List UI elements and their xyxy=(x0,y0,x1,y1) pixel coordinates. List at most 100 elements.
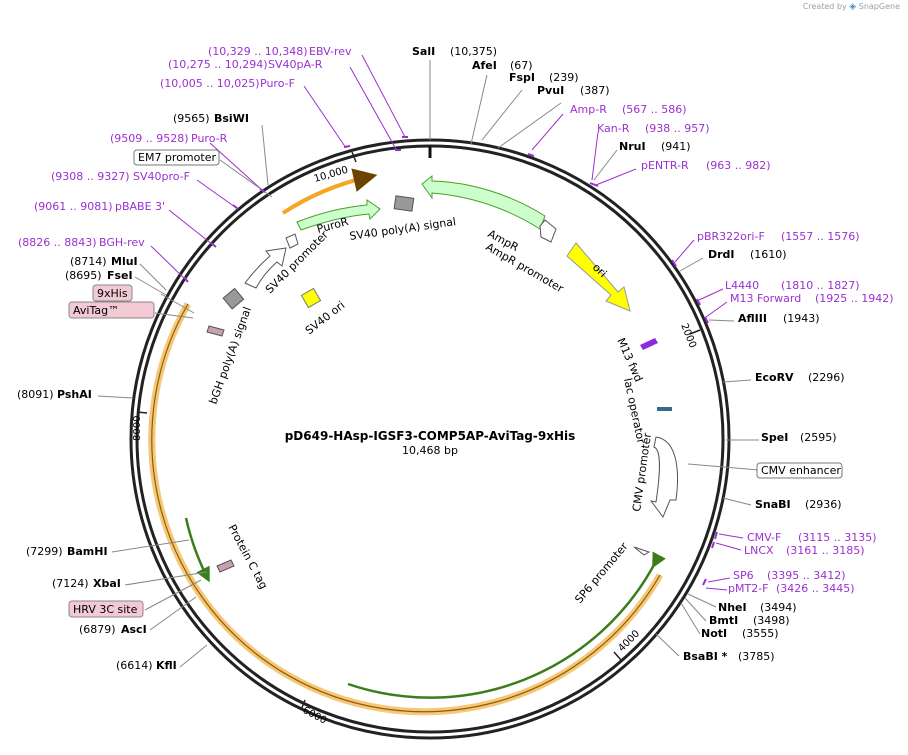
primer-label-pmt2-f[interactable]: pMT2-F (3426 .. 3445) xyxy=(728,582,855,595)
enzyme-name: MluI xyxy=(111,255,138,268)
enzyme-label-bamhi[interactable]: (7299) BamHI xyxy=(26,545,108,558)
primer-position: (10,275 .. 10,294) xyxy=(168,58,268,71)
feature-protein-c-tag: Protein C tag xyxy=(216,522,270,591)
primer-position: (3395 .. 3412) xyxy=(767,569,846,582)
credit-prefix: Created by xyxy=(802,2,847,11)
feature-label: AmpR promoter xyxy=(484,240,567,295)
enzyme-label-pshai[interactable]: (8091) PshAI xyxy=(17,388,92,401)
insert-highlight-core xyxy=(151,303,661,713)
primer-label-ebv-rev[interactable]: (10,329 .. 10,348) EBV-rev xyxy=(208,45,352,58)
enzyme-name: BmtI xyxy=(709,614,738,627)
tag-label-hrv-3c-site[interactable]: HRV 3C site xyxy=(68,600,144,618)
enzyme-label-drdi[interactable]: DrdI (1610) xyxy=(708,248,787,261)
credit-brand: SnapGene xyxy=(858,2,900,11)
tag-name: HRV 3C site xyxy=(73,603,138,616)
primer-position: (10,005 .. 10,025) xyxy=(160,77,260,90)
primer-label-lncx[interactable]: LNCX (3161 .. 3185) xyxy=(744,544,865,557)
primer-label-sv40pa-r[interactable]: (10,275 .. 10,294) SV40pA-R xyxy=(168,58,323,71)
primer-position: (3426 .. 3445) xyxy=(776,582,855,595)
enzyme-position: (8695) xyxy=(65,269,102,282)
primer-name: L4440 xyxy=(725,279,759,292)
primer-name: pBABE 3' xyxy=(115,200,165,213)
primer-label-puro-f[interactable]: (10,005 .. 10,025) Puro-F xyxy=(160,77,295,90)
primer-label-puro-r[interactable]: (9509 .. 9528) Puro-R xyxy=(110,132,228,145)
primer-position: (1810 .. 1827) xyxy=(781,279,860,292)
enzyme-label-bsiwi[interactable]: (9565) BsiWI xyxy=(173,112,249,125)
primer-name: pENTR-R xyxy=(641,159,689,172)
primer-name: LNCX xyxy=(744,544,774,557)
primer-label-m13-forward[interactable]: M13 Forward (1925 .. 1942) xyxy=(730,292,894,305)
tag-label-avitag[interactable]: AviTag™ xyxy=(68,301,155,319)
tick-label: 8000 xyxy=(132,416,143,441)
enzyme-label-ecorv[interactable]: EcoRV (2296) xyxy=(755,371,845,384)
enzyme-label-afei[interactable]: AfeI (67) xyxy=(472,59,533,72)
enzyme-position: (1610) xyxy=(750,248,787,261)
enzyme-label-mlui[interactable]: (8714) MluI xyxy=(70,255,138,268)
feature-label: SP6 promoter xyxy=(572,540,631,606)
primer-position: (3161 .. 3185) xyxy=(786,544,865,557)
enzyme-label-spei[interactable]: SpeI (2595) xyxy=(761,431,837,444)
primer-position: (9308 .. 9327) xyxy=(51,170,130,183)
tag-label-9xhis[interactable]: 9xHis xyxy=(92,284,133,302)
feature-name: CMV enhancer xyxy=(761,464,841,477)
enzyme-position: (6879) xyxy=(79,623,116,636)
feature-m13-fwd: M13 fwd xyxy=(614,336,658,384)
enzyme-label-bsabi[interactable]: BsaBI * (3785) xyxy=(683,650,775,663)
enzyme-label-kfli[interactable]: (6614) KflI xyxy=(116,659,177,672)
boxed-label-cmv-enhancer[interactable]: CMV enhancer xyxy=(756,462,843,479)
primer-name: EBV-rev xyxy=(309,45,352,58)
primer-label-sp6[interactable]: SP6 (3395 .. 3412) xyxy=(733,569,846,582)
enzyme-label-pvui[interactable]: PvuI (387) xyxy=(537,84,610,97)
primer-label-cmv-f[interactable]: CMV-F (3115 .. 3135) xyxy=(747,531,877,544)
enzyme-name: SnaBI xyxy=(755,498,791,511)
primer-name: Kan-R xyxy=(597,122,630,135)
primer-name: SP6 xyxy=(733,569,754,582)
primer-label-bgh-rev[interactable]: (8826 .. 8843) BGH-rev xyxy=(18,236,145,249)
boxed-label-em7-promoter[interactable]: EM7 promoter xyxy=(133,149,220,166)
enzyme-label-fsei[interactable]: (8695) FseI xyxy=(65,269,133,282)
enzyme-name: NruI xyxy=(619,140,646,153)
feature-label: Protein C tag xyxy=(225,522,270,591)
enzyme-label-afliii[interactable]: AflIII (1943) xyxy=(738,312,820,325)
enzyme-label-noti[interactable]: NotI (3555) xyxy=(701,627,779,640)
primer-label-kan-r[interactable]: Kan-R (938 .. 957) xyxy=(597,122,710,135)
primer-label-pentr-r[interactable]: pENTR-R (963 .. 982) xyxy=(641,159,771,172)
enzyme-name: XbaI xyxy=(93,577,121,590)
primer-label-sv40pro-f[interactable]: (9308 .. 9327) SV40pro-F xyxy=(51,170,190,183)
feature-ampr: AmpR xyxy=(421,174,546,254)
primer-label-amp-r[interactable]: Amp-R (567 .. 586) xyxy=(570,103,687,116)
primer-name: CMV-F xyxy=(747,531,781,544)
enzyme-position: (3498) xyxy=(753,614,790,627)
feature-name: EM7 promoter xyxy=(138,151,216,164)
tag-name: 9xHis xyxy=(97,287,128,300)
enzyme-position: (1943) xyxy=(783,312,820,325)
primer-position: (9509 .. 9528) xyxy=(110,132,189,145)
enzyme-name: FseI xyxy=(107,269,133,282)
feature-label: CMV promoter xyxy=(630,432,654,513)
feature-label: bGH poly(A) signal xyxy=(207,305,254,406)
enzyme-label-snabi[interactable]: SnaBI (2936) xyxy=(755,498,842,511)
primer-marks xyxy=(183,136,718,586)
primer-position: (8826 .. 8843) xyxy=(18,236,97,249)
enzyme-position: (8714) xyxy=(70,255,107,268)
enzyme-label-xbai[interactable]: (7124) XbaI xyxy=(52,577,121,590)
feature-label: SV40 poly(A) signal xyxy=(349,215,457,243)
enzyme-label-fspi[interactable]: FspI (239) xyxy=(509,71,579,84)
primer-name: SV40pro-F xyxy=(133,170,190,183)
enzyme-label-sali[interactable]: SalI (10,375) xyxy=(412,45,497,58)
primer-name: pMT2-F xyxy=(728,582,769,595)
enzyme-position: (6614) xyxy=(116,659,153,672)
enzyme-position: (67) xyxy=(510,59,533,72)
tag-name: AviTag™ xyxy=(73,304,119,317)
primer-label-l4440[interactable]: L4440 (1810 .. 1827) xyxy=(725,279,860,292)
enzyme-label-nhei[interactable]: NheI (3494) xyxy=(718,601,797,614)
enzyme-name: DrdI xyxy=(708,248,735,261)
enzyme-label-bmti[interactable]: BmtI (3498) xyxy=(709,614,790,627)
enzyme-position: (7299) xyxy=(26,545,63,558)
primer-label-pbabe-3[interactable]: (9061 .. 9081) pBABE 3' xyxy=(34,200,165,213)
enzyme-label-asci[interactable]: (6879) AscI xyxy=(79,623,147,636)
feature-sv40-ori: SV40 ori xyxy=(300,287,347,337)
enzyme-label-nrui[interactable]: NruI (941) xyxy=(619,140,691,153)
primer-label-pbr322ori-f[interactable]: pBR322ori-F (1557 .. 1576) xyxy=(697,230,860,243)
plasmid-length: 10,468 bp xyxy=(402,444,458,457)
